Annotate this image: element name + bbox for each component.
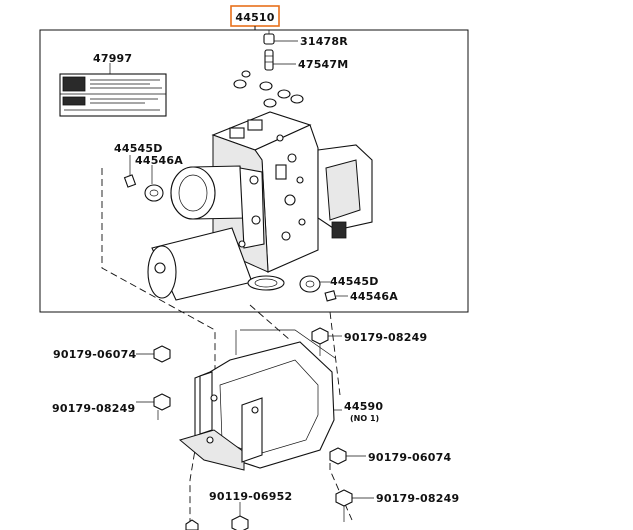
bolt-f	[335, 489, 374, 522]
assembly-frame	[39, 29, 469, 313]
label-44590[interactable]: 44590	[344, 400, 383, 413]
collar-left	[123, 174, 137, 188]
port-plugs	[233, 70, 304, 108]
bolt-e	[185, 502, 249, 530]
bolt-a	[311, 327, 342, 356]
label-44546a-left[interactable]: 44546A	[135, 154, 183, 167]
label-44545d-left[interactable]: 44545D	[114, 142, 163, 155]
abs-actuator	[147, 111, 373, 301]
label-bolt-d[interactable]: 90179-06074	[368, 451, 451, 464]
collar-right	[324, 290, 337, 302]
label-bolt-c[interactable]: 90179-08249	[52, 402, 135, 415]
label-47997[interactable]: 47997	[93, 52, 132, 65]
grommet-right	[299, 275, 321, 293]
label-bolt-f[interactable]: 90179-08249	[376, 492, 459, 505]
label-47547m[interactable]: 47547M	[298, 58, 348, 71]
grommet-left	[144, 184, 164, 202]
label-bolt-a[interactable]: 90179-08249	[344, 331, 427, 344]
bleeder-plug	[264, 49, 296, 71]
main-part-number[interactable]: 44510	[235, 11, 274, 24]
label-bolt-e[interactable]: 90119-06952	[209, 490, 292, 503]
bolt-d	[329, 447, 366, 465]
label-44546a-right[interactable]: 44546A	[350, 290, 398, 303]
label-bolt-b[interactable]: 90179-06074	[53, 348, 136, 361]
label-44545d-right[interactable]: 44545D	[330, 275, 379, 288]
label-31478r[interactable]: 31478R	[300, 35, 348, 48]
valve-cap	[263, 33, 298, 45]
label-plate	[59, 73, 167, 117]
label-44590-note: (NO 1)	[350, 414, 379, 423]
bolt-b	[136, 345, 171, 363]
bracket-44590	[178, 329, 336, 471]
bolt-c	[136, 393, 171, 420]
